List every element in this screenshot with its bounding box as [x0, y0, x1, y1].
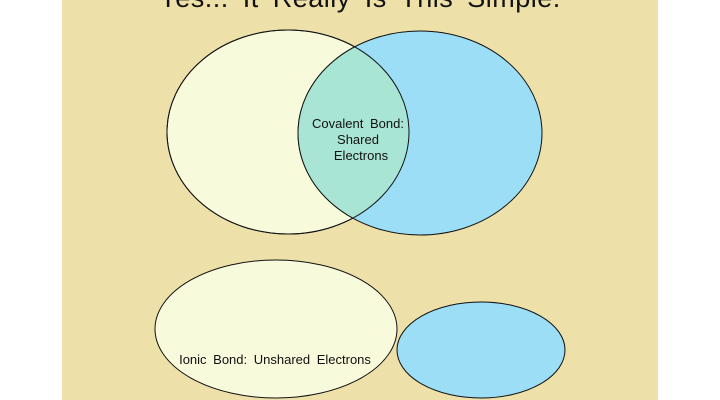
covalent-label-line2: Shared — [337, 132, 379, 147]
ionic-bond-label: Ionic Bond: Unshared Electrons — [179, 352, 371, 367]
shared-electron-region — [298, 31, 409, 234]
ionic-atom-left — [154, 259, 398, 399]
covalent-bond-label: Covalent Bond: Shared Electrons — [296, 116, 420, 164]
covalent-atom-right-outline — [297, 30, 409, 234]
covalent-label-line1: Covalent Bond: — [312, 116, 404, 131]
ionic-atom-right — [396, 301, 566, 399]
covalent-atom-left-outline — [166, 29, 410, 235]
covalent-label-line3: Electrons — [333, 148, 389, 163]
slide-title: Yes... It Really Is This Simple. — [0, 0, 720, 14]
